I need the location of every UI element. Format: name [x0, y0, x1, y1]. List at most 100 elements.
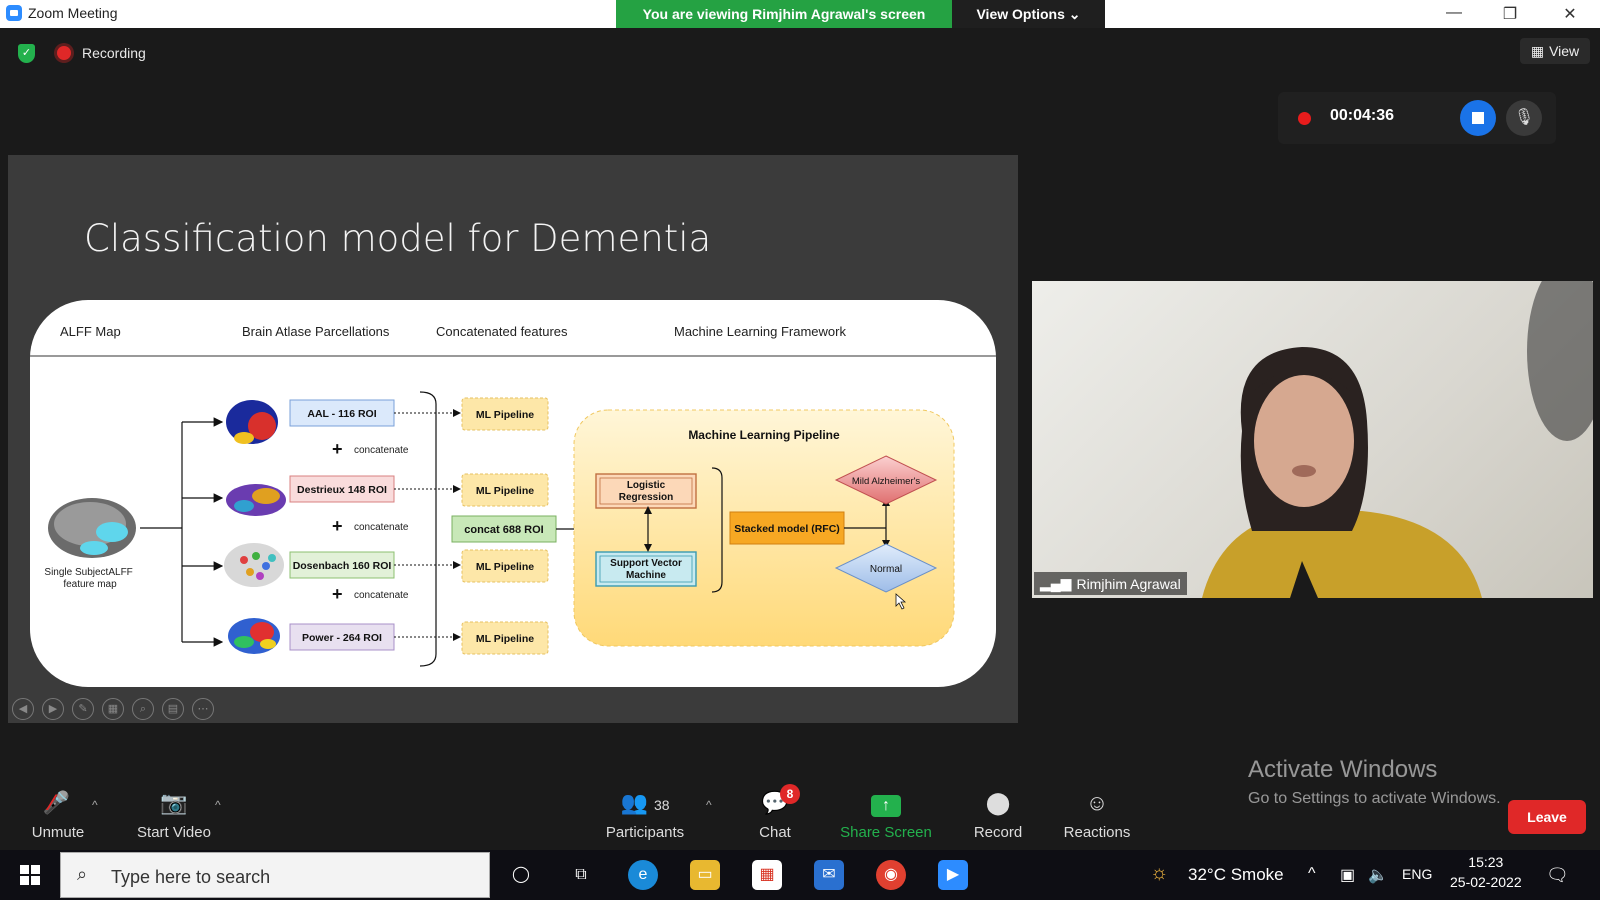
- input-label: Single SubjectALFF feature map: [44, 567, 135, 590]
- volume-icon[interactable]: 🔈: [1368, 867, 1388, 884]
- mild-alzheimers-label: Mild Alzheimer's: [852, 476, 921, 487]
- search-placeholder: Type here to search: [111, 867, 271, 887]
- participants-button[interactable]: 👥 38 Participants: [600, 790, 690, 841]
- stop-recording-button[interactable]: [1460, 100, 1496, 136]
- header-concat: Concatenated features: [436, 324, 568, 339]
- chat-button[interactable]: 💬 8 Chat: [752, 784, 800, 841]
- search-icon: ⌕: [77, 864, 88, 884]
- windows-start-icon[interactable]: [20, 865, 40, 885]
- video-off-icon: 📷: [160, 790, 188, 815]
- atlas-dosenbach: Dosenbach 160 ROI: [293, 560, 392, 572]
- chat-badge: 8: [780, 784, 800, 804]
- recording-dot-icon: [57, 46, 71, 60]
- activate-title: Activate Windows: [1248, 756, 1438, 783]
- next-slide-icon[interactable]: ▶: [42, 698, 64, 720]
- reactions-button[interactable]: ☺ Reactions: [1062, 790, 1132, 841]
- participant-name: Rimjhim Agrawal: [1076, 575, 1181, 592]
- participant-video-image: [1202, 281, 1593, 598]
- network-icon[interactable]: ▣: [1340, 867, 1356, 884]
- ml-pipeline-2: ML Pipeline: [476, 485, 534, 497]
- start-video-button[interactable]: 📷 Start Video: [132, 790, 216, 841]
- window-title: Zoom Meeting: [28, 5, 118, 21]
- language-indicator[interactable]: ENG: [1402, 866, 1433, 882]
- view-button[interactable]: ▦ View: [1520, 38, 1590, 64]
- view-label: View: [1549, 43, 1580, 59]
- recording-controls: 00:04:36 🎙: [1278, 92, 1556, 144]
- taskbar-search-input[interactable]: ⌕ Type here to search: [60, 852, 490, 898]
- file-explorer-icon[interactable]: ▭: [690, 860, 720, 890]
- chrome-icon[interactable]: ◉: [876, 860, 906, 890]
- record-label: Record: [973, 824, 1023, 841]
- activate-windows-watermark: Activate Windows Go to Settings to activ…: [1248, 756, 1501, 808]
- audio-options-caret-icon[interactable]: ^: [92, 798, 98, 812]
- restore-icon[interactable]: ❐: [1502, 6, 1518, 23]
- atlas-destrieux: Destrieux 148 ROI: [297, 484, 387, 496]
- record-icon: ⬤: [985, 790, 1011, 815]
- windows-taskbar: ⌕ Type here to search ◯ ⧉ e ▭ ▦ ✉ ◉ ▶ ☼ …: [0, 850, 1600, 900]
- ml-pipeline-1: ML Pipeline: [476, 409, 534, 421]
- participant-video[interactable]: ▂▄▆ Rimjhim Agrawal: [1032, 281, 1593, 598]
- task-view-icon[interactable]: ⧉: [575, 866, 587, 883]
- close-icon[interactable]: ✕: [1563, 6, 1577, 23]
- grid-icon: ▦: [1530, 42, 1545, 59]
- header-atlas: Brain Atlase Parcellations: [242, 324, 390, 339]
- unmute-button[interactable]: 🎤⁄ Unmute: [26, 790, 90, 841]
- slides-grid-icon[interactable]: ▦: [102, 698, 124, 720]
- aal-brain-image: [226, 400, 278, 444]
- chat-label: Chat: [759, 824, 791, 841]
- dosenbach-brain-image: [224, 543, 284, 587]
- reactions-label: Reactions: [1063, 824, 1131, 841]
- plus-icon: +: [332, 516, 343, 536]
- pen-icon[interactable]: ✎: [72, 698, 94, 720]
- share-screen-icon: ↑: [871, 795, 901, 817]
- video-options-caret-icon[interactable]: ^: [215, 798, 221, 812]
- recording-timer: 00:04:36: [1330, 107, 1395, 124]
- header-alff: ALFF Map: [60, 324, 121, 339]
- stacked-model-label: Stacked model (RFC): [734, 523, 840, 535]
- tray-chevron-icon[interactable]: ^: [1308, 865, 1316, 882]
- activate-subtitle: Go to Settings to activate Windows.: [1248, 790, 1501, 807]
- app-title: Zoom Meeting: [6, 5, 117, 21]
- slide-controls: ◀ ▶ ✎ ▦ ⌕ ▤ ⋯: [12, 698, 214, 720]
- shared-screen: Classification model for Dementia: [8, 155, 1018, 723]
- muted-mic-icon: 🎤⁄: [42, 790, 70, 815]
- clock-time: 15:23: [1468, 854, 1504, 870]
- meeting-toolbar: 🎤⁄ Unmute ^ 📷 Start Video ^ 👥 38 Partici…: [0, 780, 1600, 850]
- recording-label: Recording: [82, 45, 146, 61]
- microsoft-store-icon[interactable]: ▦: [752, 860, 782, 890]
- signal-bars-icon: ▂▄▆: [1040, 575, 1072, 591]
- edge-browser-icon[interactable]: e: [628, 860, 658, 890]
- power-brain-image: [228, 618, 280, 654]
- concatenate-label-1: concatenate: [354, 445, 409, 456]
- zoom-logo-icon: [6, 5, 22, 21]
- security-shield-icon[interactable]: ✓: [18, 44, 35, 63]
- participants-caret-icon[interactable]: ^: [706, 798, 712, 812]
- input-brain-image: [48, 498, 136, 558]
- mic-icon[interactable]: 🎙: [1506, 100, 1542, 136]
- clock-date: 25-02-2022: [1450, 874, 1522, 890]
- atlas-aal: AAL - 116 ROI: [307, 408, 376, 420]
- concatenate-label-3: concatenate: [354, 590, 409, 601]
- plus-icon: +: [332, 584, 343, 604]
- subtitles-icon[interactable]: ▤: [162, 698, 184, 720]
- unmute-label: Unmute: [31, 824, 85, 841]
- share-screen-button[interactable]: ↑ Share Screen: [838, 790, 934, 841]
- mail-icon[interactable]: ✉: [814, 860, 844, 890]
- zoom-taskbar-icon[interactable]: ▶: [938, 860, 968, 890]
- diagram-panel: ALFF Map Brain Atlase Parcellations Conc…: [30, 300, 996, 687]
- more-icon[interactable]: ⋯: [192, 698, 214, 720]
- weather-text[interactable]: 32°C Smoke: [1188, 865, 1284, 884]
- prev-slide-icon[interactable]: ◀: [12, 698, 34, 720]
- view-options-button[interactable]: View Options ⌄: [952, 0, 1105, 28]
- notifications-icon[interactable]: 🗨: [1546, 865, 1569, 885]
- zoom-icon[interactable]: ⌕: [132, 698, 154, 720]
- share-screen-label: Share Screen: [840, 824, 932, 841]
- leave-button[interactable]: Leave: [1508, 800, 1586, 834]
- record-button[interactable]: ⬤ Record: [970, 790, 1026, 841]
- slide-title: Classification model for Dementia: [84, 217, 712, 260]
- pipeline-title: Machine Learning Pipeline: [688, 428, 840, 442]
- minimize-icon[interactable]: —: [1446, 4, 1462, 21]
- clock[interactable]: 15:23 25-02-2022: [1450, 854, 1522, 890]
- cortana-icon[interactable]: ◯: [512, 866, 530, 883]
